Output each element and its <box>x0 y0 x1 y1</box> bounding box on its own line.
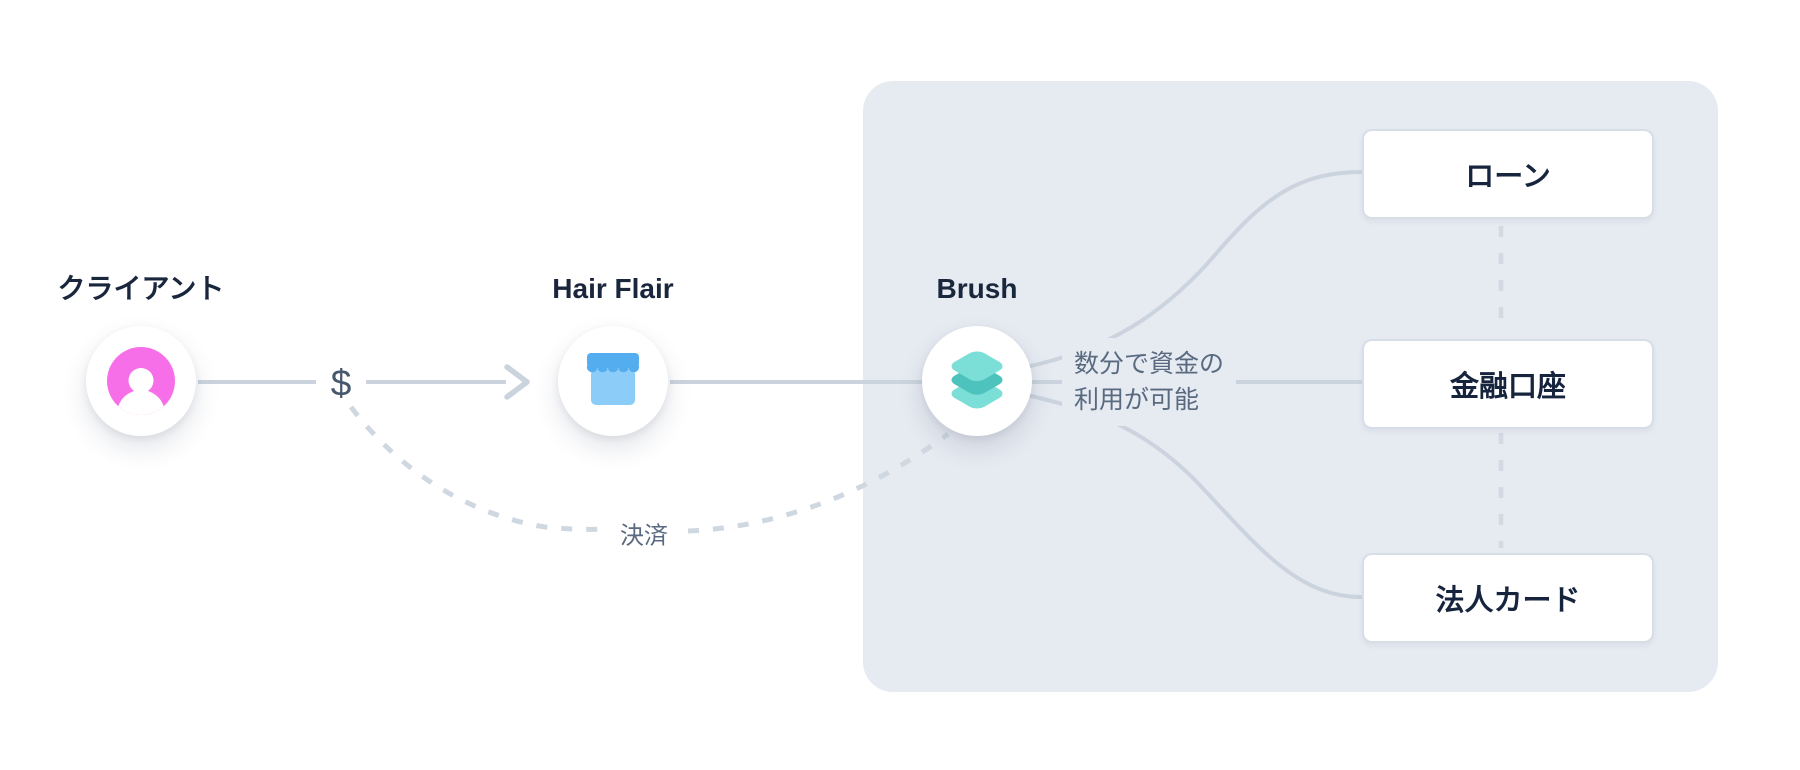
storefront-icon <box>586 353 640 405</box>
hairflair-node <box>558 326 668 436</box>
destination-box-account: 金融口座 <box>1362 339 1654 429</box>
person-icon <box>107 347 175 415</box>
funds-note-line2: 利用が可能 <box>1074 386 1200 414</box>
amount-label: $ <box>324 364 358 402</box>
brush-node <box>922 326 1032 436</box>
destination-box-card-label: 法人カード <box>1435 585 1581 617</box>
payment-dashed-curve-right <box>687 431 950 534</box>
hairflair-label: Hair Flair <box>552 273 674 304</box>
destination-box-account-label: 金融口座 <box>1449 371 1566 403</box>
brush-label: Brush <box>936 273 1018 304</box>
destination-box-loan: ローン <box>1362 129 1654 219</box>
funds-note-line1: 数分で資金の <box>1074 350 1225 378</box>
payment-label: 決済 <box>610 513 678 553</box>
payment-dashed-curve-left <box>349 405 605 532</box>
client-label: クライアント <box>57 273 225 304</box>
destination-box-loan-label: ローン <box>1465 161 1551 193</box>
destination-box-card: 法人カード <box>1362 553 1654 643</box>
funds-note: 数分で資金の 利用が可能 <box>1062 338 1237 426</box>
client-node <box>86 326 196 436</box>
arrow-head-icon <box>504 364 530 400</box>
person-body <box>117 390 165 415</box>
person-head <box>128 368 154 393</box>
layers-icon <box>951 351 1003 409</box>
